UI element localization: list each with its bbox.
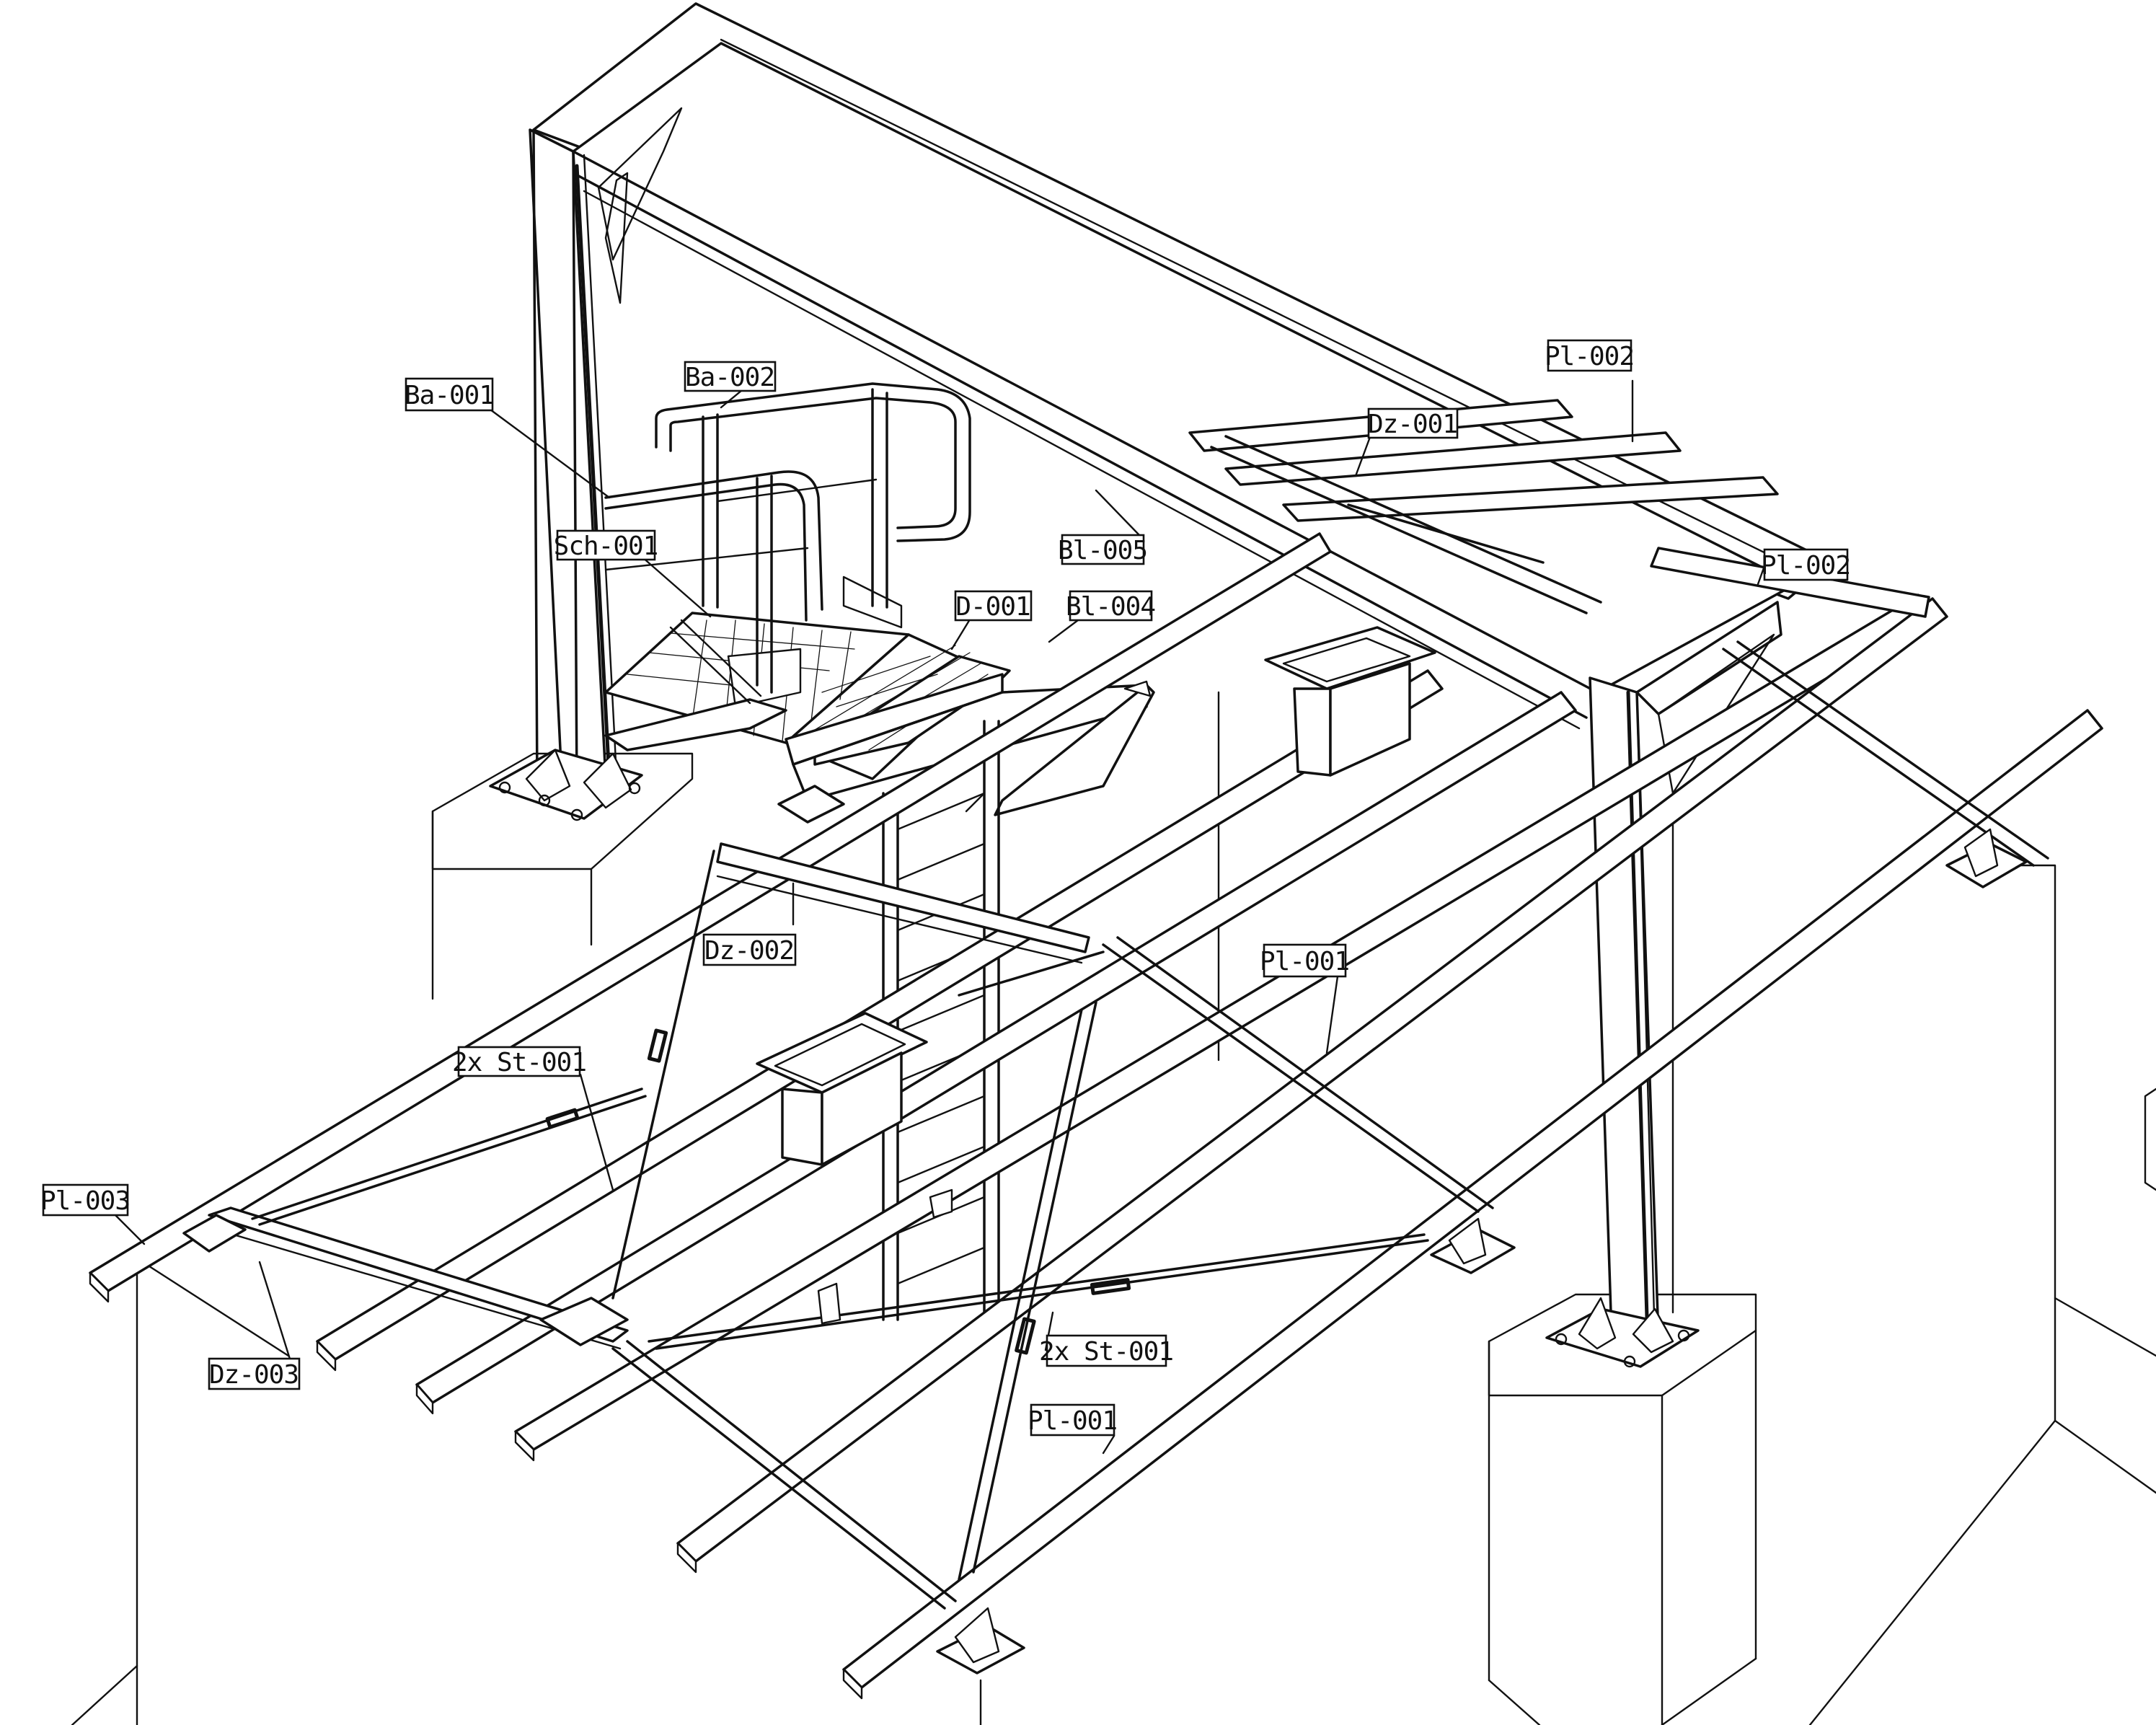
tag-st-001-right-text: 2x St-001 <box>1039 1337 1173 1367</box>
hoppers <box>756 626 1436 1166</box>
tag-bl-004-text: Bl-004 <box>1066 592 1155 622</box>
tag-ba-002-text: Ba-002 <box>685 363 774 392</box>
tag-dz-002-text: Dz-002 <box>704 936 794 966</box>
base-plate-left <box>489 749 643 821</box>
tie-rods <box>251 850 1429 1574</box>
leader-lines <box>114 379 1767 1455</box>
rafters <box>89 399 2103 1700</box>
tag-ba-002: Ba-002 <box>684 361 777 392</box>
tag-pl-001-low: Pl-001 <box>1028 1403 1118 1437</box>
tag-bl-005: Bl-005 <box>1058 534 1148 565</box>
tag-st-001-left-text: 2x St-001 <box>452 1048 586 1077</box>
tag-pl-002-right-text: Pl-002 <box>1761 551 1850 581</box>
tag-dz-001: Dz-001 <box>1367 407 1459 439</box>
diagonal-braces <box>208 435 2049 1610</box>
tag-ba-001: Ba-001 <box>405 377 495 412</box>
tag-d-001: D-001 <box>954 590 1033 622</box>
tag-pl-001-mid-text: Pl-001 <box>1260 947 1349 976</box>
tag-sch-001-text: Sch-001 <box>554 531 658 561</box>
tag-dz-003-text: Dz-003 <box>209 1360 299 1390</box>
tag-pl-002-right: Pl-002 <box>1761 548 1851 581</box>
tag-st-001-left: 2x St-001 <box>452 1046 587 1077</box>
tag-bl-005-text: Bl-005 <box>1058 536 1147 565</box>
tag-sch-001: Sch-001 <box>554 529 658 561</box>
tag-pl-003: Pl-003 <box>40 1183 131 1217</box>
tag-dz-001-text: Dz-001 <box>1368 410 1457 439</box>
tag-pl-001-low-text: Pl-001 <box>1028 1406 1117 1436</box>
tag-ba-001-text: Ba-001 <box>405 381 494 410</box>
tag-pl-002-top: Pl-002 <box>1545 339 1635 372</box>
tag-pl-003-text: Pl-003 <box>40 1186 130 1216</box>
concrete-foundations <box>71 691 2156 1725</box>
tag-pl-001-mid: Pl-001 <box>1260 943 1350 978</box>
base-plate-right <box>1545 1297 1700 1368</box>
tag-dz-003: Dz-003 <box>208 1357 301 1390</box>
tag-bl-004: Bl-004 <box>1066 590 1156 622</box>
tag-pl-002-top-text: Pl-002 <box>1545 342 1634 371</box>
handrails <box>604 382 971 694</box>
tag-st-001-right: 2x St-001 <box>1039 1334 1174 1367</box>
tag-dz-002: Dz-002 <box>702 933 797 966</box>
purlin-cleats <box>182 785 2028 1675</box>
tag-d-001-text: D-001 <box>955 592 1030 622</box>
